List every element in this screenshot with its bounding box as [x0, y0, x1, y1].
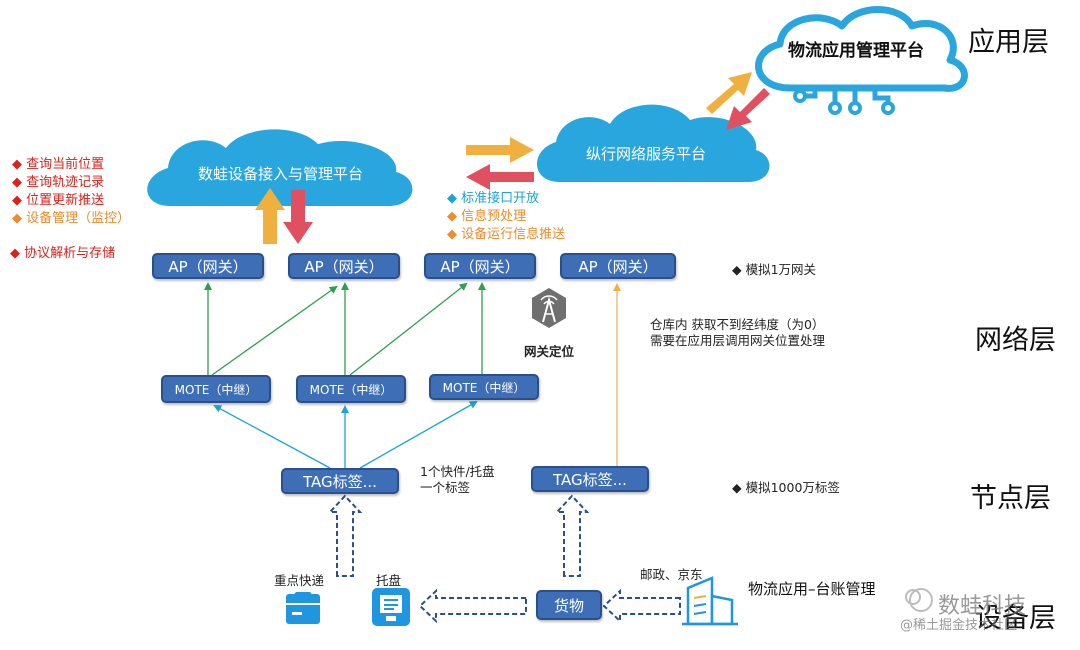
watermark-community: @稀土掘金技术社区	[900, 618, 1018, 633]
goods-flow-arrows	[418, 588, 681, 624]
postal-label: 邮政、京东	[640, 567, 703, 582]
ap-gateway-box: AP（网关）	[424, 253, 536, 279]
feature-item: ◆ 设备运行信息推送	[447, 227, 566, 242]
mote-relay-box: MOTE（中继）	[429, 374, 539, 400]
access-double-arrow	[255, 188, 313, 244]
layer-label-application: 应用层	[968, 27, 1049, 58]
access-cloud	[147, 129, 413, 206]
service-platform-label: 纵行网络服务平台	[586, 145, 707, 163]
feature-item: ◆ 设备管理（监控）	[12, 211, 131, 226]
pallet-label: 托盘	[376, 573, 402, 588]
app-double-arrow	[706, 72, 770, 130]
feature-item: ◆ 查询轨迹记录	[12, 175, 105, 190]
package-icon	[286, 592, 320, 624]
ap-gateway-box: AP（网关）	[560, 253, 676, 279]
feature-item: ◆ 位置更新推送	[12, 193, 105, 208]
sim-tags-note: ◆ 模拟1000万标签	[732, 480, 840, 495]
layer-label-network: 网络层	[975, 325, 1056, 356]
feature-item: ◆ 查询当前位置	[12, 157, 105, 172]
watermark-brand: 数蛙科技	[938, 594, 1027, 619]
ledger-label: 物流应用–台账管理	[748, 580, 876, 598]
gateway-locate-label: 网关定位	[524, 344, 575, 359]
building-icon	[682, 576, 738, 626]
ap-gateway-box: AP（网关）	[288, 253, 400, 279]
tag-mote-links	[213, 401, 478, 469]
feature-item: ◆ 标准接口开放	[447, 191, 540, 206]
feature-item: ◆ 信息预处理	[447, 209, 527, 224]
warehouse-note-1: 仓库内 获取不到经纬度（为0）	[650, 317, 825, 332]
goods-box: 货物	[536, 590, 602, 620]
logistics-platform-label: 物流应用管理平台	[788, 41, 924, 61]
access-platform-label: 数蛙设备接入与管理平台	[198, 165, 364, 183]
antenna-icon	[532, 288, 566, 328]
service-cloud	[536, 104, 770, 182]
tag-note-1: 1个快件/托盘	[420, 464, 495, 479]
layer-label-device: 设备层	[975, 603, 1056, 634]
express-label: 重点快递	[274, 573, 325, 588]
warehouse-note-2: 需要在应用层调用网关位置处理	[650, 333, 826, 348]
ap-gateway-box: AP（网关）	[152, 253, 264, 279]
platform-double-arrow	[466, 137, 534, 190]
mote-ap-links	[204, 282, 486, 376]
layer-label-node: 节点层	[970, 483, 1051, 514]
tag-box: TAG标签...	[281, 468, 399, 494]
feature-item: ◆ 协议解析与存储	[10, 246, 116, 261]
tag-box: TAG标签...	[531, 466, 649, 492]
tag-note-2: 一个标签	[420, 480, 471, 495]
logistics-cloud	[755, 6, 968, 115]
device-tag-arrows	[327, 494, 590, 577]
watermark-logo-icon	[905, 588, 933, 612]
sim-gateway-note: ◆ 模拟1万网关	[732, 262, 817, 277]
mote-relay-box: MOTE（中继）	[296, 375, 406, 403]
pallet-icon	[372, 588, 410, 626]
mote-relay-box: MOTE（中继）	[161, 375, 271, 403]
